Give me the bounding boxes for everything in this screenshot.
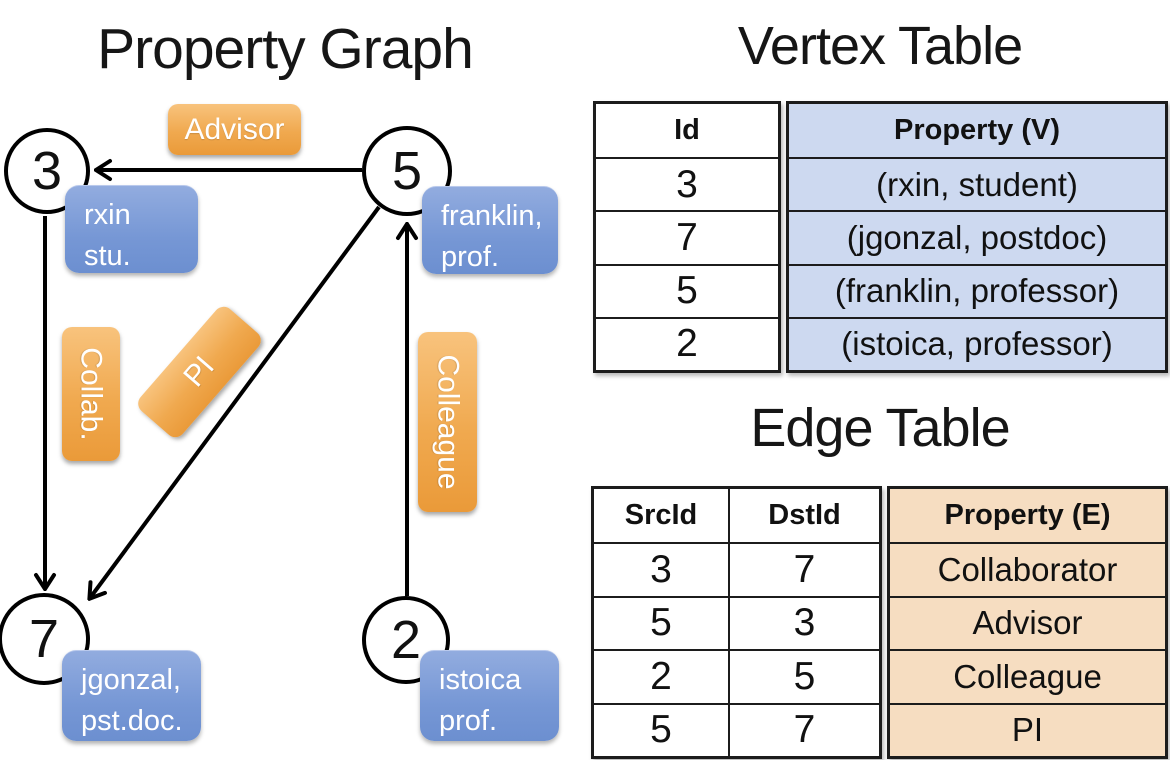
vertex-table-property-column: Property (V) (rxin, student) (jgonzal, p… [786, 101, 1168, 373]
edge-table-srcid-cell: 5 [594, 702, 728, 756]
edge-label-advisor: Advisor [168, 104, 301, 155]
vertex-table-property-cell: (jgonzal, postdoc) [789, 210, 1165, 263]
vertex-property-box-3-line1: rxin [84, 199, 131, 231]
edge-table-property-cell: Collaborator [890, 542, 1165, 595]
edge-table-dstid-header: DstId [728, 489, 879, 543]
vertex-table-property-cell: (istoica, professor) [789, 316, 1165, 370]
edge-line-pi-5-to-7 [90, 205, 381, 598]
edge-table-property-cell: Advisor [890, 595, 1165, 649]
graph-node-2-id: 2 [390, 610, 422, 670]
vertex-property-box-2-line1: istoica [439, 664, 522, 696]
vertex-table-property-header: Property (V) [894, 114, 1060, 147]
edge-table-title: Edge Table [750, 398, 1010, 458]
vertex-property-box-3-line2: stu. [84, 239, 131, 272]
edge-label-colleague: Colleague [418, 332, 477, 512]
vertex-property-box-7-line2: pst.doc. [81, 704, 183, 737]
edge-label-collab-text: Collab. [75, 347, 109, 441]
vertex-property-box-5: franklin, prof. [422, 186, 558, 274]
vertex-property-box-7: jgonzal, pst.doc. [62, 650, 201, 741]
edge-table-dstid-cell: 7 [728, 542, 879, 596]
vertex-table-id-cell: 7 [596, 210, 778, 263]
edge-label-colleague-text: Colleague [431, 354, 465, 490]
property-graph-title: Property Graph [97, 17, 474, 81]
edge-table-property-column: Property (E) Collaborator Advisor Collea… [887, 486, 1168, 759]
graph-node-5-id: 5 [391, 141, 423, 201]
edge-table-srcid-cell: 2 [594, 649, 728, 702]
vertex-property-box-7-line1: jgonzal, [81, 664, 181, 696]
graph-node-3: 3 [4, 128, 90, 214]
edge-table-property-cell: Colleague [890, 649, 1165, 702]
vertex-property-box-5-line1: franklin, [441, 200, 543, 232]
vertex-property-box-2: istoica prof. [420, 650, 559, 741]
vertex-property-box-5-line2: prof. [441, 240, 500, 273]
edge-table-srcid-cell: 5 [594, 595, 728, 649]
edge-table-id-columns: SrcId DstId 3 7 5 3 2 5 5 7 [591, 486, 882, 759]
vertex-property-box-2-line2: prof. [439, 704, 498, 737]
vertex-table-id-column: Id 3 7 5 2 [593, 101, 781, 373]
edge-table-property-header: Property (E) [944, 499, 1111, 532]
graph-node-3-id: 3 [31, 141, 63, 201]
edge-table-dstid-cell: 5 [728, 649, 879, 703]
edge-label-collab: Collab. [62, 327, 120, 461]
vertex-table-id-header: Id [674, 114, 700, 147]
vertex-table-property-cell: (franklin, professor) [789, 263, 1165, 317]
edge-table-srcid-header: SrcId [624, 499, 698, 532]
vertex-table-id-cell: 3 [596, 157, 778, 210]
edge-table-property-cell: PI [890, 702, 1165, 756]
vertex-table-title: Vertex Table [737, 16, 1023, 76]
vertex-property-box-3: rxin stu. [65, 185, 198, 273]
graph-node-7-id: 7 [28, 609, 60, 669]
vertex-table-id-cell: 2 [596, 316, 778, 370]
edge-table-dstid-cell: 3 [728, 595, 879, 650]
vertex-table-property-cell: (rxin, student) [789, 157, 1165, 210]
edge-table-srcid-cell: 3 [594, 542, 728, 595]
edge-table-dstid-cell: 7 [728, 702, 879, 756]
vertex-table-id-cell: 5 [596, 263, 778, 317]
